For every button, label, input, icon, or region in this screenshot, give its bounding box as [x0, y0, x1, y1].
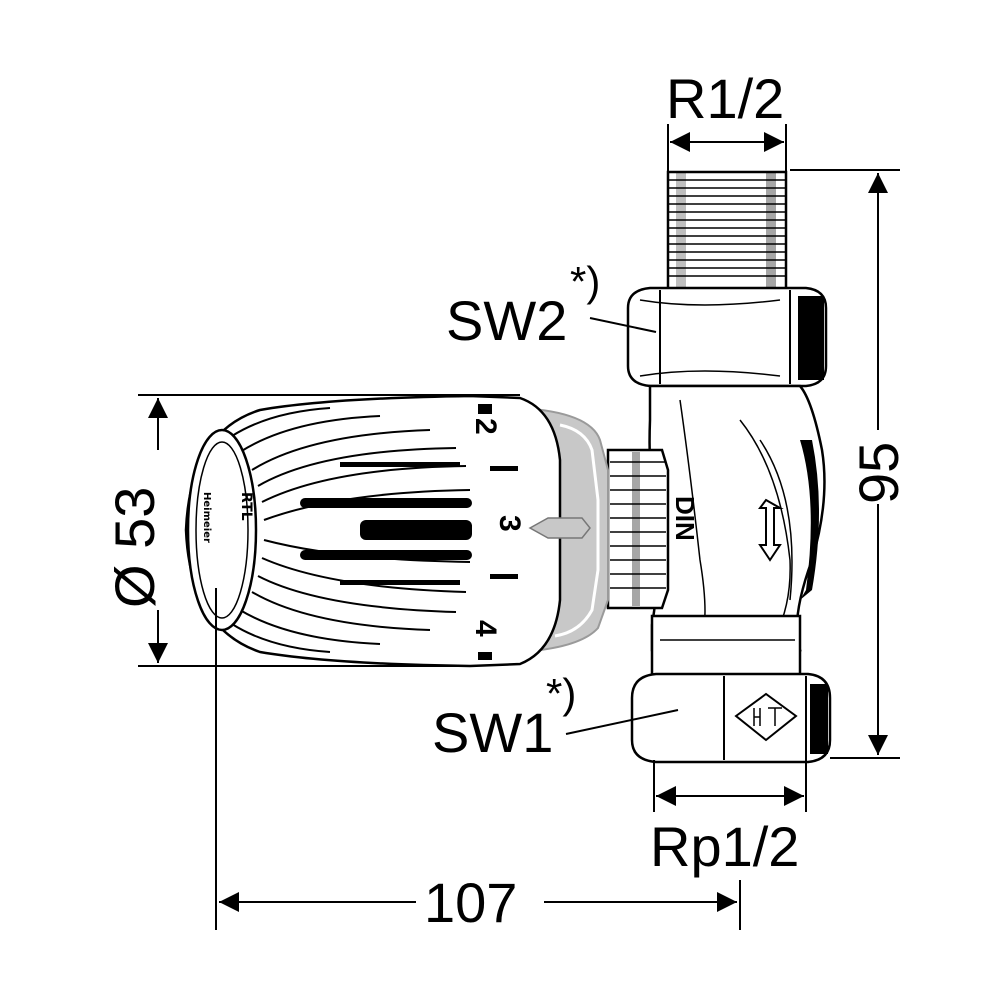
top-thread-label: R1/2: [666, 67, 784, 130]
scale-mark-3: 3: [493, 515, 526, 532]
dimension-height: 95: [790, 169, 910, 759]
threaded-nipple: [666, 170, 788, 292]
callout-sw1: SW1 *): [432, 670, 679, 764]
knurled-adapter: [606, 448, 670, 610]
callout-sw2: SW2 *): [446, 258, 657, 352]
scale-mark-4: 4: [469, 620, 502, 637]
dimension-diameter: Ø 53: [100, 394, 520, 667]
rib-slots: [300, 462, 472, 585]
dimension-bottom-thread: Rp1/2: [650, 760, 807, 878]
length-label: 107: [424, 871, 517, 934]
thermostatic-head: RTL Heimeier 2 3 4: [184, 394, 609, 668]
brand-sublabel: Heimeier: [201, 492, 212, 543]
sw2-note-mark: *): [570, 258, 600, 305]
dimension-top-thread: R1/2: [666, 67, 787, 172]
setting-pointer-icon: [528, 517, 591, 539]
diameter-label: Ø 53: [103, 487, 166, 608]
manufacturer-logo: [734, 692, 798, 742]
setting-scale: 2 3 4: [469, 404, 526, 660]
head-end-cap: [186, 428, 258, 632]
scale-mark-2: 2: [469, 418, 502, 435]
sw1-note-mark: *): [546, 670, 576, 717]
upper-hex-nut: [626, 286, 828, 388]
flow-arrow-icon: [758, 498, 784, 562]
dimension-length: 107: [215, 588, 741, 934]
brand-label: RTL: [238, 492, 254, 521]
lower-hex-nut: [630, 672, 832, 764]
sw2-label: SW2: [446, 289, 567, 352]
din-marking: DIN: [670, 496, 700, 541]
sw1-label: SW1: [432, 701, 553, 764]
height-label: 95: [847, 442, 910, 504]
bottom-thread-label: Rp1/2: [650, 815, 799, 878]
valve-body: DIN: [606, 170, 832, 764]
